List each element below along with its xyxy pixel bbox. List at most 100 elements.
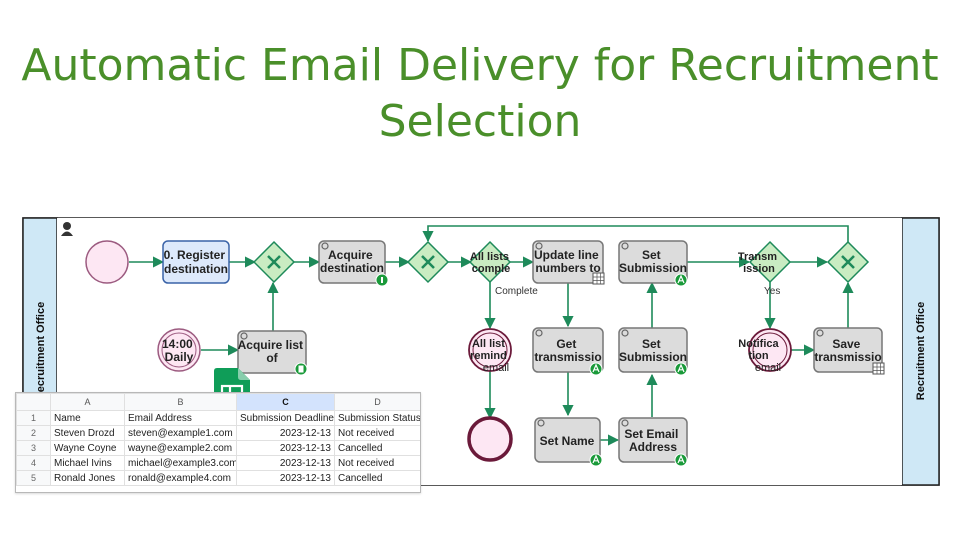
update-label-1: Update line xyxy=(534,248,599,262)
gear-icon xyxy=(621,329,629,337)
task-update-line-numbers[interactable]: Update line numbers to xyxy=(532,240,605,285)
row-number[interactable]: 5 xyxy=(16,470,51,486)
gear-icon xyxy=(621,242,629,250)
notification-label-2: tion xyxy=(748,350,768,362)
table-row: 3 Wayne Coyne wayne@example2.com 2023-12… xyxy=(16,440,420,456)
svg-text:All lists comple: All lists comple xyxy=(470,251,512,275)
auto-badge-icon xyxy=(674,453,688,467)
cell[interactable]: 2023-12-13 xyxy=(236,440,335,456)
gateway-merge-3[interactable] xyxy=(826,240,870,284)
task-get-transmission[interactable]: Get transmissio xyxy=(532,327,604,376)
gear-icon xyxy=(537,419,545,427)
flow-label-yes: Yes xyxy=(764,286,780,297)
task-set-submission-mid[interactable]: Set Submission xyxy=(618,327,688,376)
cell[interactable]: 2023-12-13 xyxy=(236,455,335,471)
cell[interactable]: Not received xyxy=(334,425,420,441)
register-label-1: 0. Register xyxy=(164,248,226,262)
info-badge-icon xyxy=(375,273,389,287)
svg-text:Update line numbers to: Update line numbers to xyxy=(534,248,602,275)
notification-label-1: Notifica xyxy=(738,338,779,350)
table-row: 5 Ronald Jones ronald@example4.com 2023-… xyxy=(16,470,420,486)
task-set-submission-top[interactable]: Set Submission xyxy=(618,240,688,287)
acquire-list-label-1: Acquire list xyxy=(238,338,303,352)
get-transmission-label-2: transmissio xyxy=(534,350,601,364)
set-submission-top-label-1: Set xyxy=(642,248,661,262)
reminder-label-3: email xyxy=(483,362,509,374)
task-set-name[interactable]: Set Name xyxy=(534,417,603,467)
task-acquire-list[interactable]: Acquire list of xyxy=(237,330,308,376)
task-save-transmission[interactable]: Save transmissio xyxy=(813,327,885,375)
transmission-label-1: Transm xyxy=(738,251,777,263)
gear-icon xyxy=(321,242,329,250)
row-number[interactable]: 1 xyxy=(16,410,51,426)
column-header-b[interactable]: B xyxy=(124,393,237,411)
cell[interactable]: ronald@example4.com xyxy=(124,470,237,486)
all-lists-label-1: All lists xyxy=(470,251,509,263)
cell[interactable]: Wayne Coyne xyxy=(50,440,125,456)
start-event[interactable] xyxy=(85,240,129,284)
transmission-label-2: ission xyxy=(743,263,775,275)
svg-text:Acquire destination: Acquire destination xyxy=(320,248,384,275)
row-number[interactable]: 3 xyxy=(16,440,51,456)
svg-text:Save transmissio: Save transmissio xyxy=(814,337,881,364)
gateway-merge-1[interactable] xyxy=(252,240,296,284)
spreadsheet-table: A B C D 1 Name Email Address Submission … xyxy=(16,393,420,486)
svg-text:Notifica tion emai: Notifica tion email xyxy=(738,338,781,374)
cell[interactable]: Name xyxy=(50,410,125,426)
timer-event[interactable]: 14:00 Daily xyxy=(157,328,201,372)
row-number[interactable]: 2 xyxy=(16,425,51,441)
row-number[interactable]: 4 xyxy=(16,455,51,471)
cell[interactable]: Michael Ivins xyxy=(50,455,125,471)
slide-title: Automatic Email Delivery for Recruitment… xyxy=(0,38,960,150)
cell[interactable]: Submission Status xyxy=(334,410,420,426)
cell[interactable]: wayne@example2.com xyxy=(124,440,237,456)
task-register-destination[interactable]: 0. Register destination xyxy=(162,240,230,284)
cell[interactable]: Not received xyxy=(334,455,420,471)
document-badge-icon xyxy=(294,362,308,376)
register-label-2: destination xyxy=(164,262,228,276)
reminder-email-event[interactable]: All list remind email xyxy=(468,328,512,374)
cell[interactable]: Ronald Jones xyxy=(50,470,125,486)
gear-icon xyxy=(535,242,543,250)
set-submission-mid-label-2: Submission xyxy=(619,350,687,364)
flow-loop-back xyxy=(422,225,849,243)
cell[interactable]: Cancelled xyxy=(334,440,420,456)
table-badge-icon xyxy=(592,272,605,285)
cell[interactable]: Submission Deadline xyxy=(236,410,335,426)
end-event[interactable] xyxy=(467,416,513,462)
table-row: 2 Steven Drozd steven@example1.com 2023-… xyxy=(16,425,420,441)
svg-text:Set Email Address: Set Email Address xyxy=(624,427,681,454)
timer-label-1: 14:00 xyxy=(162,337,193,351)
slide-title-line-2: Selection xyxy=(378,96,582,147)
gateway-transmission[interactable]: Transm ission xyxy=(738,240,792,284)
auto-badge-icon xyxy=(674,362,688,376)
task-acquire-destination[interactable]: Acquire destination xyxy=(318,240,389,287)
table-badge-icon xyxy=(872,362,885,375)
cell[interactable]: steven@example1.com xyxy=(124,425,237,441)
cell[interactable]: Steven Drozd xyxy=(50,425,125,441)
cell[interactable]: Email Address xyxy=(124,410,237,426)
column-header-d[interactable]: D xyxy=(334,393,420,411)
cell[interactable]: Cancelled xyxy=(334,470,420,486)
column-header-c[interactable]: C xyxy=(236,393,335,411)
cell[interactable]: michael@example3.com xyxy=(124,455,237,471)
set-name-label: Set Name xyxy=(540,434,595,448)
auto-badge-icon xyxy=(589,362,603,376)
task-set-email-address[interactable]: Set Email Address xyxy=(618,417,688,467)
svg-text:14:00 Daily: 14:00 Daily xyxy=(162,337,196,364)
notification-email-event[interactable]: Notifica tion email xyxy=(738,328,792,374)
get-transmission-label-1: Get xyxy=(556,337,576,351)
auto-badge-icon xyxy=(589,453,603,467)
gateway-all-lists-complete[interactable]: All lists comple xyxy=(468,240,512,284)
cell[interactable]: 2023-12-13 xyxy=(236,470,335,486)
gateway-merge-2[interactable] xyxy=(406,240,450,284)
cell[interactable]: 2023-12-13 xyxy=(236,425,335,441)
reminder-label-1: All list xyxy=(472,338,505,350)
svg-text:All list remind em: All list remind email xyxy=(470,338,510,374)
lane-header-right xyxy=(901,217,940,486)
svg-text:Set Submission: Set Submission xyxy=(619,248,687,275)
column-header-a[interactable]: A xyxy=(50,393,125,411)
acquire-list-label-2: of xyxy=(266,351,278,365)
gear-icon xyxy=(535,329,543,337)
svg-text:0. Register destination: 0. Register destination xyxy=(164,248,229,276)
